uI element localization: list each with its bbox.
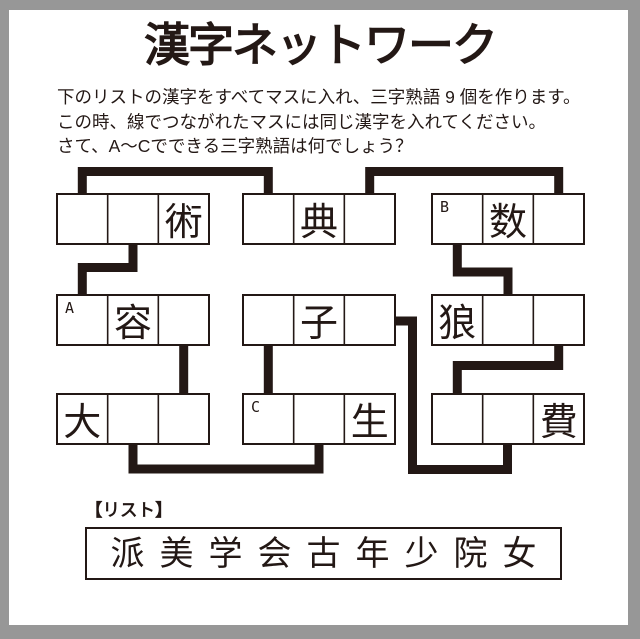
instructions: 下のリストの漢字をすべてマスに入れ、三字熟語 9 個を作ります。 この時、線でつ… [57,85,617,159]
connector-topright1-midright2 [452,242,513,298]
connector-topleft2-midleft1 [77,242,138,298]
connector-midmiddle3-bottomright2 [393,316,512,474]
list-kanji: 学 [208,534,243,573]
cell-kanji: 子 [300,303,338,345]
cell-kanji: 大 [63,402,101,444]
connector-topmiddle3-topright3 [365,167,564,197]
connector-topleft1-topmiddle1 [77,167,273,197]
cell-kanji: 典 [300,202,338,244]
box-label-B: B [440,198,449,216]
kanji-list-box: 派 美 学 会 古 年 少 院 女 [85,527,562,580]
cell-kanji: 狼 [438,303,476,345]
list-kanji: 少 [404,534,439,573]
kanji-box-top-left: 術 [56,193,210,245]
kanji-box-top-middle: 典 [242,193,396,245]
list-kanji: 女 [502,534,537,573]
list-kanji: 院 [453,534,488,573]
cell-kanji: 生 [351,402,389,444]
kanji-box-mid-left: A 容 [56,294,210,346]
instructions-line-3: さて、A〜Cでできる三字熟語は何でしょう？ [57,136,413,156]
cell-kanji: 数 [489,202,527,244]
kanji-box-bottom-middle: C 生 [242,393,396,445]
instructions-line-2: この時、線でつながれたマスには同じ漢字を入れてください。 [57,111,546,132]
kanji-box-mid-right: 狼 [431,294,585,346]
list-kanji: 美 [159,534,194,573]
cell-kanji: 費 [540,402,578,444]
list-label: 【リスト】 [85,500,173,520]
list-kanji: 派 [110,534,145,573]
cell-kanji: 容 [114,303,152,345]
connector-bottomleft2-bottommiddle2 [128,442,324,474]
instructions-line-1: 下のリストの漢字をすべてマスに入れ、三字熟語 9 個を作ります。 [57,87,581,107]
page-title: 漢字ネットワーク [144,19,498,71]
box-label-A: A [65,299,74,317]
kanji-box-top-right: B 数 [431,193,585,245]
list-kanji: 会 [257,534,292,573]
list-kanji: 年 [355,534,390,573]
list-kanji: 古 [306,534,341,573]
kanji-box-mid-middle: 子 [242,294,396,346]
connector-midright3-bottomright1 [452,343,564,396]
kanji-box-bottom-right: 費 [431,393,585,445]
box-label-C: C [251,398,260,416]
kanji-box-bottom-left: 大 [56,393,210,445]
cell-kanji: 術 [165,202,203,244]
